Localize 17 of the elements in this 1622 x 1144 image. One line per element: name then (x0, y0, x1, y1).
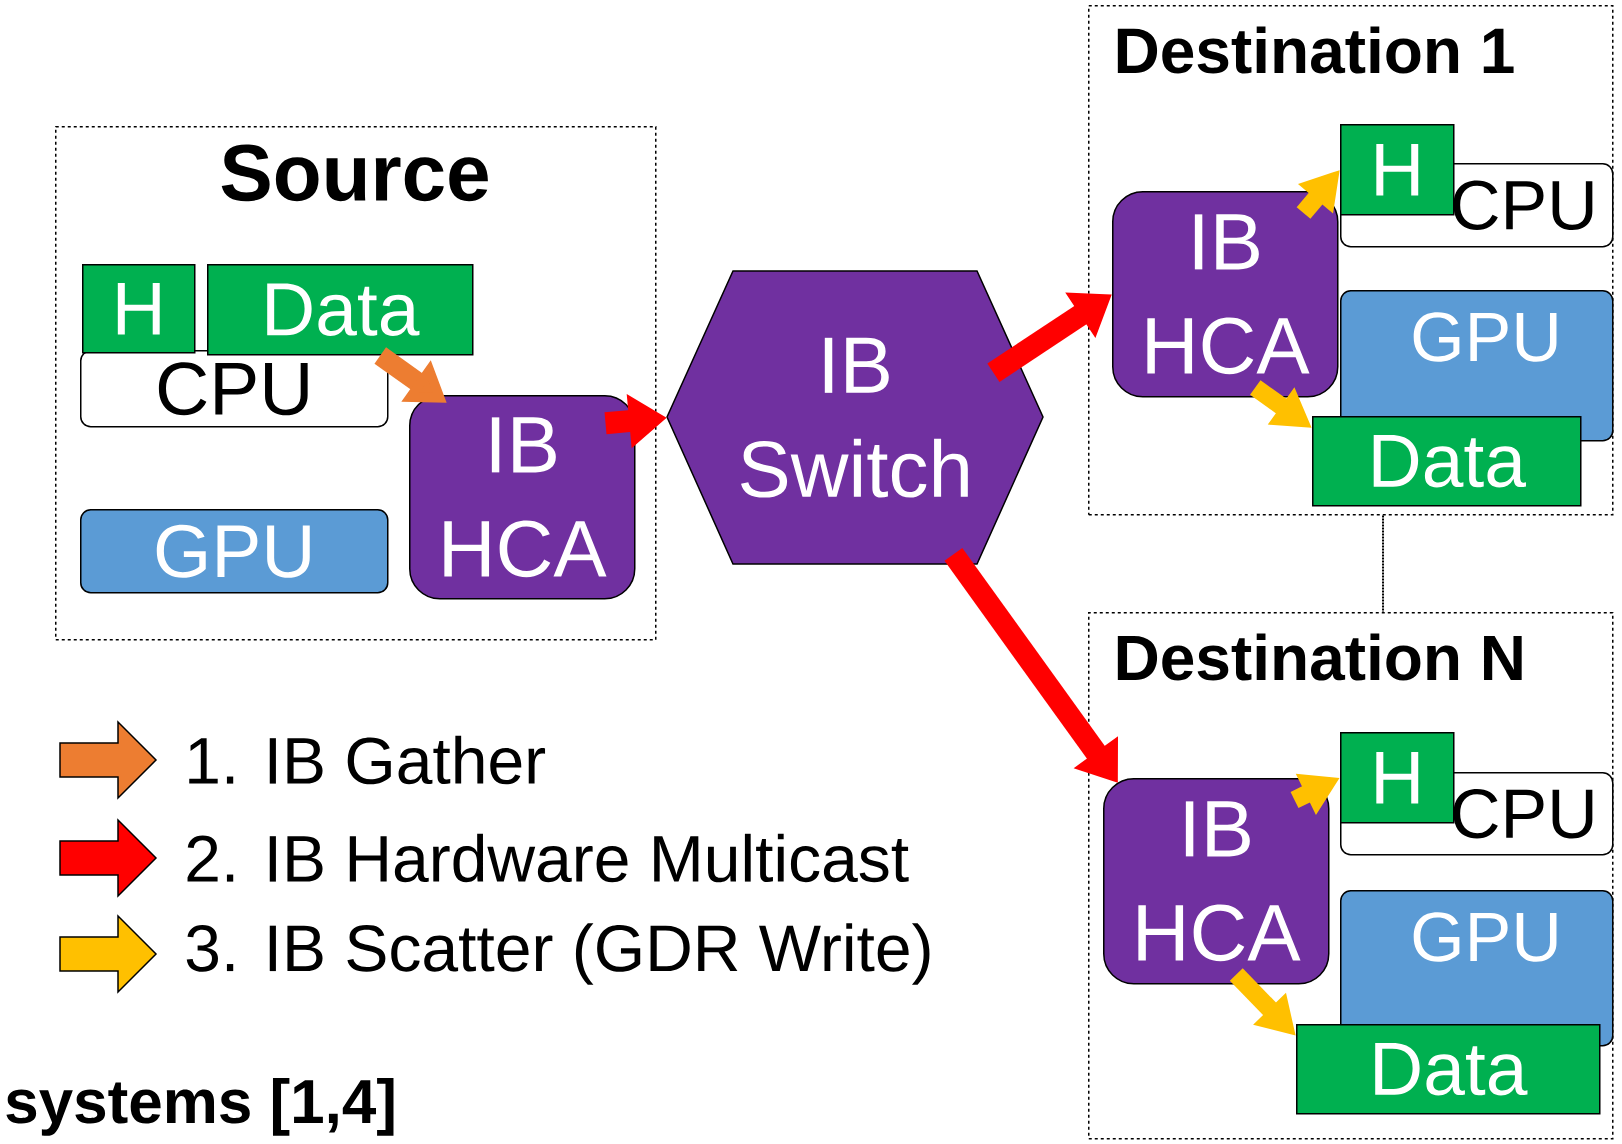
hca-box: IB HCA (1103, 778, 1330, 985)
gpu-box: GPU (80, 509, 389, 594)
connector-line (1382, 514, 1384, 613)
hca-box: IB HCA (409, 395, 636, 600)
header-box: H (1340, 732, 1455, 824)
heading-text: systems [1,4] (6, 1078, 394, 1136)
cpu-box: CPU (80, 350, 389, 428)
legend-text: 1. IB Gather (189, 735, 546, 785)
hca-box: IB HCA (1112, 191, 1339, 398)
data-box: Data (1312, 416, 1582, 507)
data-box: Data (1296, 1024, 1601, 1115)
header-box: H (82, 264, 196, 354)
switch-hexagon: IB Switch (666, 270, 1044, 565)
header-box: H (1340, 124, 1455, 216)
legend-text: 3. IB Scatter (GDR Write) (186, 923, 930, 985)
legend-text: 2. IB Hardware Multicast (187, 833, 909, 883)
data-box: Data (207, 264, 474, 356)
